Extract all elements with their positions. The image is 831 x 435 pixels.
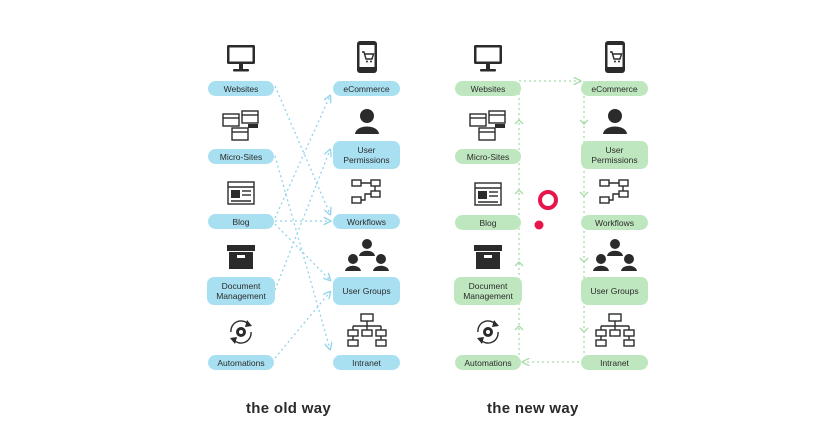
- new-left-blog: Blog: [455, 215, 521, 230]
- archive-box-icon: [474, 245, 502, 269]
- right-rail-chevron: [579, 119, 589, 333]
- blog-icon: [227, 181, 255, 205]
- new-left-automations: Automations: [455, 355, 521, 370]
- mobile-cart-icon: [605, 41, 625, 73]
- old-connector: [274, 96, 330, 219]
- workflow-icon: [351, 179, 381, 204]
- old-left-blog: Blog: [208, 214, 274, 229]
- logo-dot: [534, 220, 544, 230]
- sitemap-icon: [347, 313, 387, 347]
- old-way-connectors: [274, 85, 330, 359]
- old-right-user-groups: User Groups: [333, 277, 400, 305]
- new-right-ecommerce: eCommerce: [581, 81, 648, 96]
- sync-gear-icon: [230, 320, 252, 344]
- old-left-websites: Websites: [208, 81, 274, 96]
- workflow-icon: [599, 179, 629, 204]
- monitor-icon: [474, 45, 502, 72]
- archive-box-icon: [227, 245, 255, 269]
- user-icon: [355, 109, 379, 134]
- user-group-icon: [593, 239, 637, 271]
- old-left-micro-sites: Micro-Sites: [208, 149, 274, 164]
- sync-gear-icon: [477, 320, 499, 344]
- user-group-icon: [345, 239, 389, 271]
- old-connector: [274, 155, 330, 349]
- old-left-document-management: Document Management: [207, 277, 275, 305]
- old-connector: [274, 85, 330, 214]
- new-way-caption: the new way: [487, 400, 579, 417]
- brand-logo-icon: [534, 190, 558, 230]
- old-right-intranet: Intranet: [333, 355, 400, 370]
- micro-sites-icon: [469, 110, 506, 141]
- sitemap-icon: [595, 313, 635, 347]
- logo-ring: [538, 190, 558, 210]
- new-left-websites: Websites: [455, 81, 521, 96]
- micro-sites-icon: [222, 110, 259, 141]
- new-right-workflows: Workflows: [581, 215, 648, 230]
- monitor-icon: [227, 45, 255, 72]
- old-connector: [274, 223, 330, 280]
- old-right-workflows: Workflows: [333, 214, 400, 229]
- old-right-user-permissions: User Permissions: [333, 141, 400, 169]
- mobile-cart-icon: [357, 41, 377, 73]
- new-right-intranet: Intranet: [581, 355, 648, 370]
- old-right-ecommerce: eCommerce: [333, 81, 400, 96]
- blog-icon: [474, 182, 502, 206]
- old-left-automations: Automations: [208, 355, 274, 370]
- left-rail-chevron: [514, 119, 524, 331]
- user-icon: [603, 109, 627, 134]
- new-right-user-groups: User Groups: [581, 277, 648, 305]
- old-way-caption: the old way: [246, 400, 331, 417]
- old-connector: [274, 292, 330, 359]
- new-left-document-management: Document Management: [454, 277, 522, 305]
- new-left-micro-sites: Micro-Sites: [455, 149, 521, 164]
- old-connector: [274, 150, 330, 291]
- new-right-user-permissions: User Permissions: [581, 141, 648, 169]
